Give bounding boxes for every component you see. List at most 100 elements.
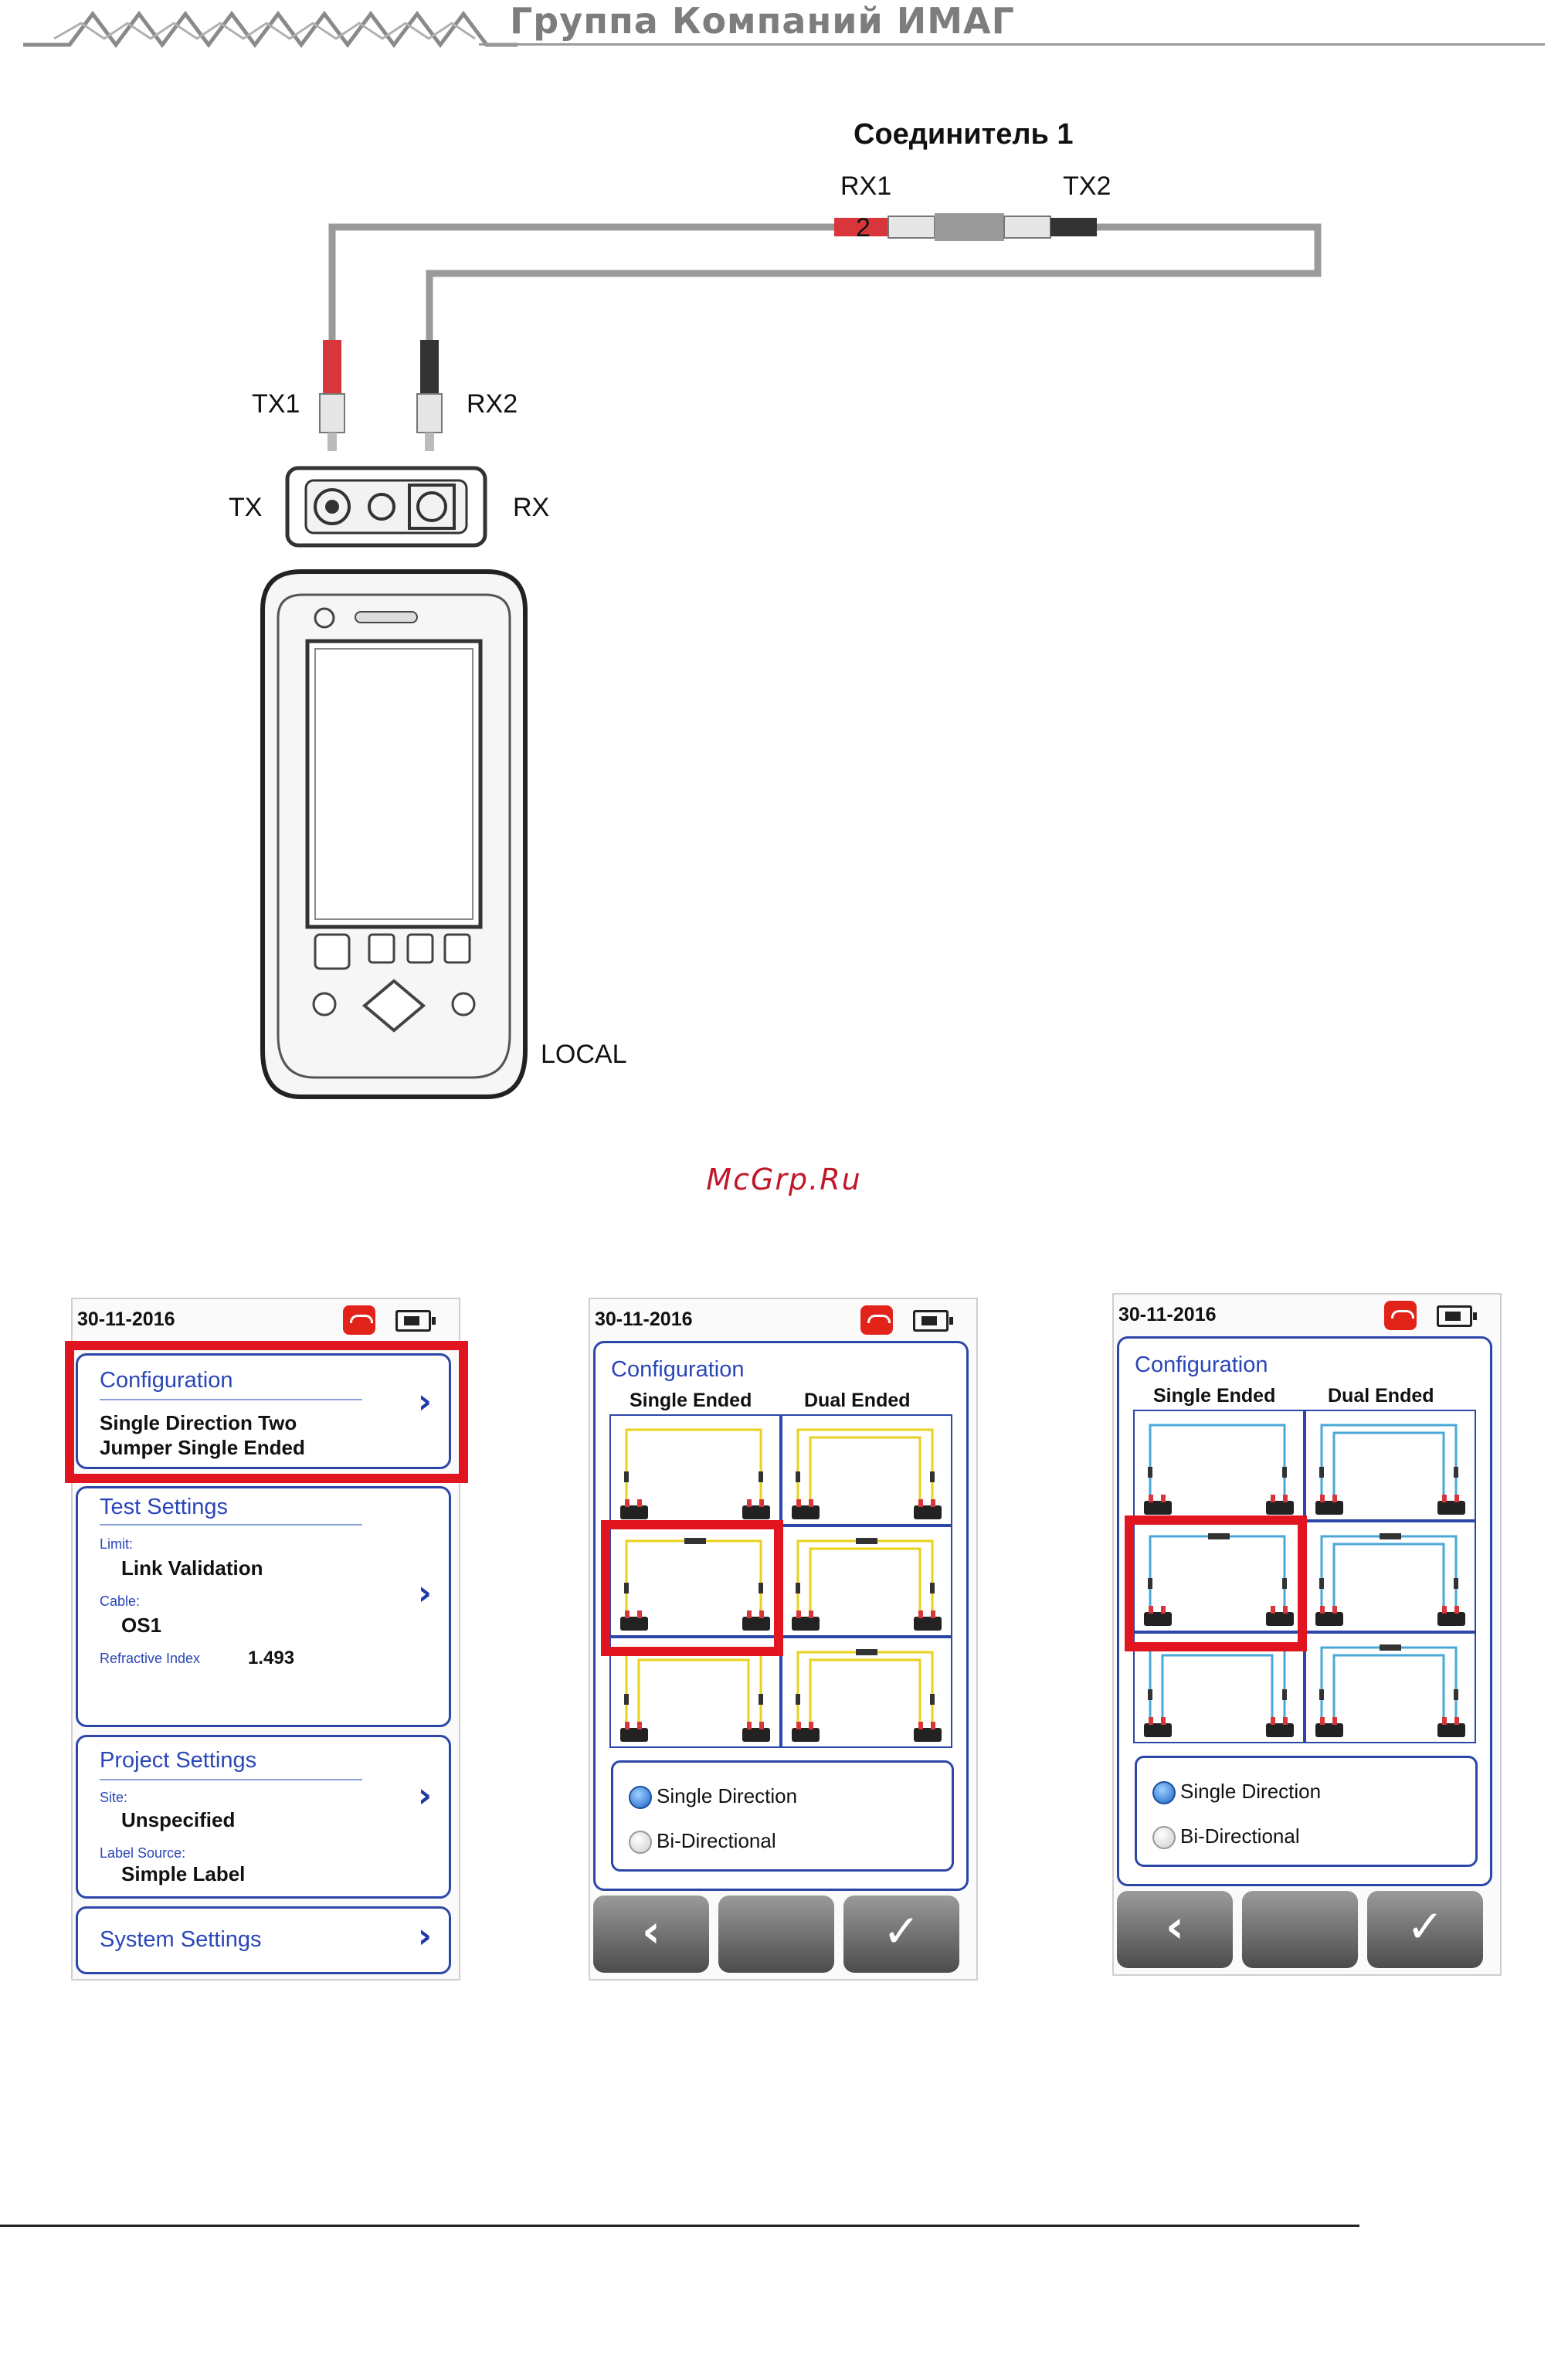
port-rx-label: RX: [513, 493, 549, 522]
refractive-index-label: Refractive Index: [100, 1651, 201, 1666]
bi-directional-label[interactable]: Bi-Directional: [657, 1829, 776, 1852]
config-option-2-1[interactable]: [1305, 1632, 1476, 1743]
dual-ended-header: Dual Ended: [804, 1390, 911, 1411]
divider: [100, 1524, 362, 1526]
config-option-1-0[interactable]: [609, 1526, 781, 1637]
label-source-label: Label Source:: [100, 1845, 186, 1861]
phone-hangup-icon[interactable]: [1384, 1301, 1417, 1330]
limit-value: Link Validation: [121, 1556, 263, 1580]
plug-rx2: [416, 340, 443, 451]
chevron-right-icon: ›: [417, 1573, 432, 1613]
test-settings-card[interactable]: Test Settings Limit: Link Validation Cab…: [76, 1486, 451, 1727]
watermark: McGrp.Ru: [706, 1162, 862, 1196]
config-option-1-1[interactable]: [1305, 1521, 1476, 1632]
button-bar: ‹ ✓: [1117, 1891, 1492, 1968]
configuration-card[interactable]: Configuration Single Direction Two Jumpe…: [76, 1353, 451, 1469]
label-source-value: Simple Label: [121, 1862, 246, 1885]
system-settings-title: System Settings: [100, 1927, 262, 1952]
config-option-0-1[interactable]: [781, 1414, 952, 1526]
config-option-0-0[interactable]: [609, 1414, 781, 1526]
single-direction-radio[interactable]: [629, 1786, 652, 1809]
footer-rule: [0, 2225, 1359, 2227]
project-settings-card[interactable]: Project Settings Site: Unspecified Label…: [76, 1735, 451, 1899]
rx1-label: RX1: [840, 171, 891, 201]
single-direction-radio[interactable]: [1152, 1781, 1176, 1804]
cable-value: OS1: [121, 1614, 162, 1637]
date: 30-11-2016: [77, 1308, 175, 1330]
highlight-box: [65, 1341, 468, 1483]
configuration-line1: Single Direction Two: [100, 1411, 297, 1434]
site-value: Unspecified: [121, 1808, 236, 1831]
refractive-index-value: 1.493: [248, 1648, 295, 1668]
status-bar: 30-11-2016: [1114, 1295, 1500, 1336]
ok-button[interactable]: ✓: [843, 1896, 959, 1973]
device-label: LOCAL: [541, 1040, 627, 1069]
plug-tx1: [319, 340, 345, 451]
check-icon: ✓: [1406, 1900, 1444, 1953]
screen-settings-menu: 30-11-2016 Configuration Single Directio…: [65, 1298, 468, 1980]
screen-configuration-yellow: 30-11-2016 Configuration Single Ended Du…: [589, 1298, 978, 1980]
system-settings-card[interactable]: System Settings ›: [76, 1906, 451, 1974]
config-option-0-0[interactable]: [1133, 1410, 1305, 1521]
date: 30-11-2016: [1118, 1304, 1217, 1325]
chevron-right-icon: ›: [417, 1382, 432, 1421]
config-option-0-1[interactable]: [1305, 1410, 1476, 1521]
battery-icon: [1437, 1305, 1477, 1327]
single-direction-label[interactable]: Single Direction: [1180, 1780, 1322, 1803]
configuration-title: Configuration: [100, 1368, 233, 1393]
header-rule: [479, 43, 1545, 46]
project-settings-title: Project Settings: [100, 1748, 257, 1773]
site-label: Site:: [100, 1790, 128, 1805]
company-name: Группа Компаний ИМАГ: [510, 0, 1015, 42]
configuration-grid[interactable]: [609, 1414, 952, 1748]
tx1-label: TX1: [252, 389, 300, 419]
highlight-box: [601, 1520, 783, 1656]
rx2-label: RX2: [467, 389, 518, 419]
back-button[interactable]: ‹: [1117, 1891, 1233, 1968]
config-option-2-1[interactable]: [781, 1637, 952, 1748]
chevron-right-icon: ›: [417, 1776, 432, 1815]
connector-number: 2: [856, 213, 871, 243]
check-icon: ✓: [882, 1905, 921, 1957]
button-bar: ‹ ✓: [593, 1896, 969, 1973]
bi-directional-radio[interactable]: [629, 1831, 652, 1854]
single-direction-label[interactable]: Single Direction: [657, 1784, 798, 1807]
port-tx-label: TX: [229, 493, 262, 522]
header-logo: [23, 0, 518, 57]
battery-icon: [395, 1310, 436, 1332]
connector-1: [834, 213, 1097, 241]
phone-hangup-icon[interactable]: [860, 1305, 893, 1335]
back-button[interactable]: ‹: [593, 1896, 709, 1973]
test-settings-title: Test Settings: [100, 1495, 229, 1519]
chevron-right-icon: ›: [417, 1916, 432, 1956]
bi-directional-radio[interactable]: [1152, 1826, 1176, 1849]
bi-directional-label[interactable]: Bi-Directional: [1180, 1824, 1300, 1848]
tx2-label: TX2: [1063, 171, 1111, 201]
highlight-box: [1125, 1515, 1307, 1651]
handheld-device: [260, 569, 528, 1099]
connector-title: Соединитель 1: [854, 118, 1074, 151]
dual-ended-header: Dual Ended: [1328, 1385, 1434, 1407]
status-bar: 30-11-2016: [73, 1299, 459, 1341]
port-module: [285, 466, 487, 548]
configuration-title: Configuration: [1135, 1353, 1268, 1377]
divider: [100, 1399, 362, 1400]
direction-options: Single Direction Bi-Directional: [1135, 1756, 1478, 1867]
configuration-title: Configuration: [611, 1357, 745, 1382]
blank-button[interactable]: [1242, 1891, 1358, 1968]
single-ended-header: Single Ended: [1153, 1385, 1276, 1407]
cable-tx1: [328, 223, 834, 371]
screen-configuration-blue: 30-11-2016 Configuration Single Ended Du…: [1112, 1293, 1502, 1976]
limit-label: Limit:: [100, 1536, 134, 1552]
cable-label: Cable:: [100, 1593, 141, 1609]
ok-button[interactable]: ✓: [1367, 1891, 1483, 1968]
connection-diagram: 2 Соединитель 1 RX1 TX2 TX1 RX2 TX RX: [229, 118, 1322, 1099]
config-option-1-0[interactable]: [1133, 1521, 1305, 1632]
chevron-left-icon: ‹: [642, 1905, 660, 1957]
phone-hangup-icon[interactable]: [343, 1305, 375, 1335]
date: 30-11-2016: [595, 1308, 693, 1330]
direction-options: Single Direction Bi-Directional: [611, 1760, 954, 1872]
config-option-1-1[interactable]: [781, 1526, 952, 1637]
divider: [100, 1779, 362, 1780]
blank-button[interactable]: [718, 1896, 834, 1973]
